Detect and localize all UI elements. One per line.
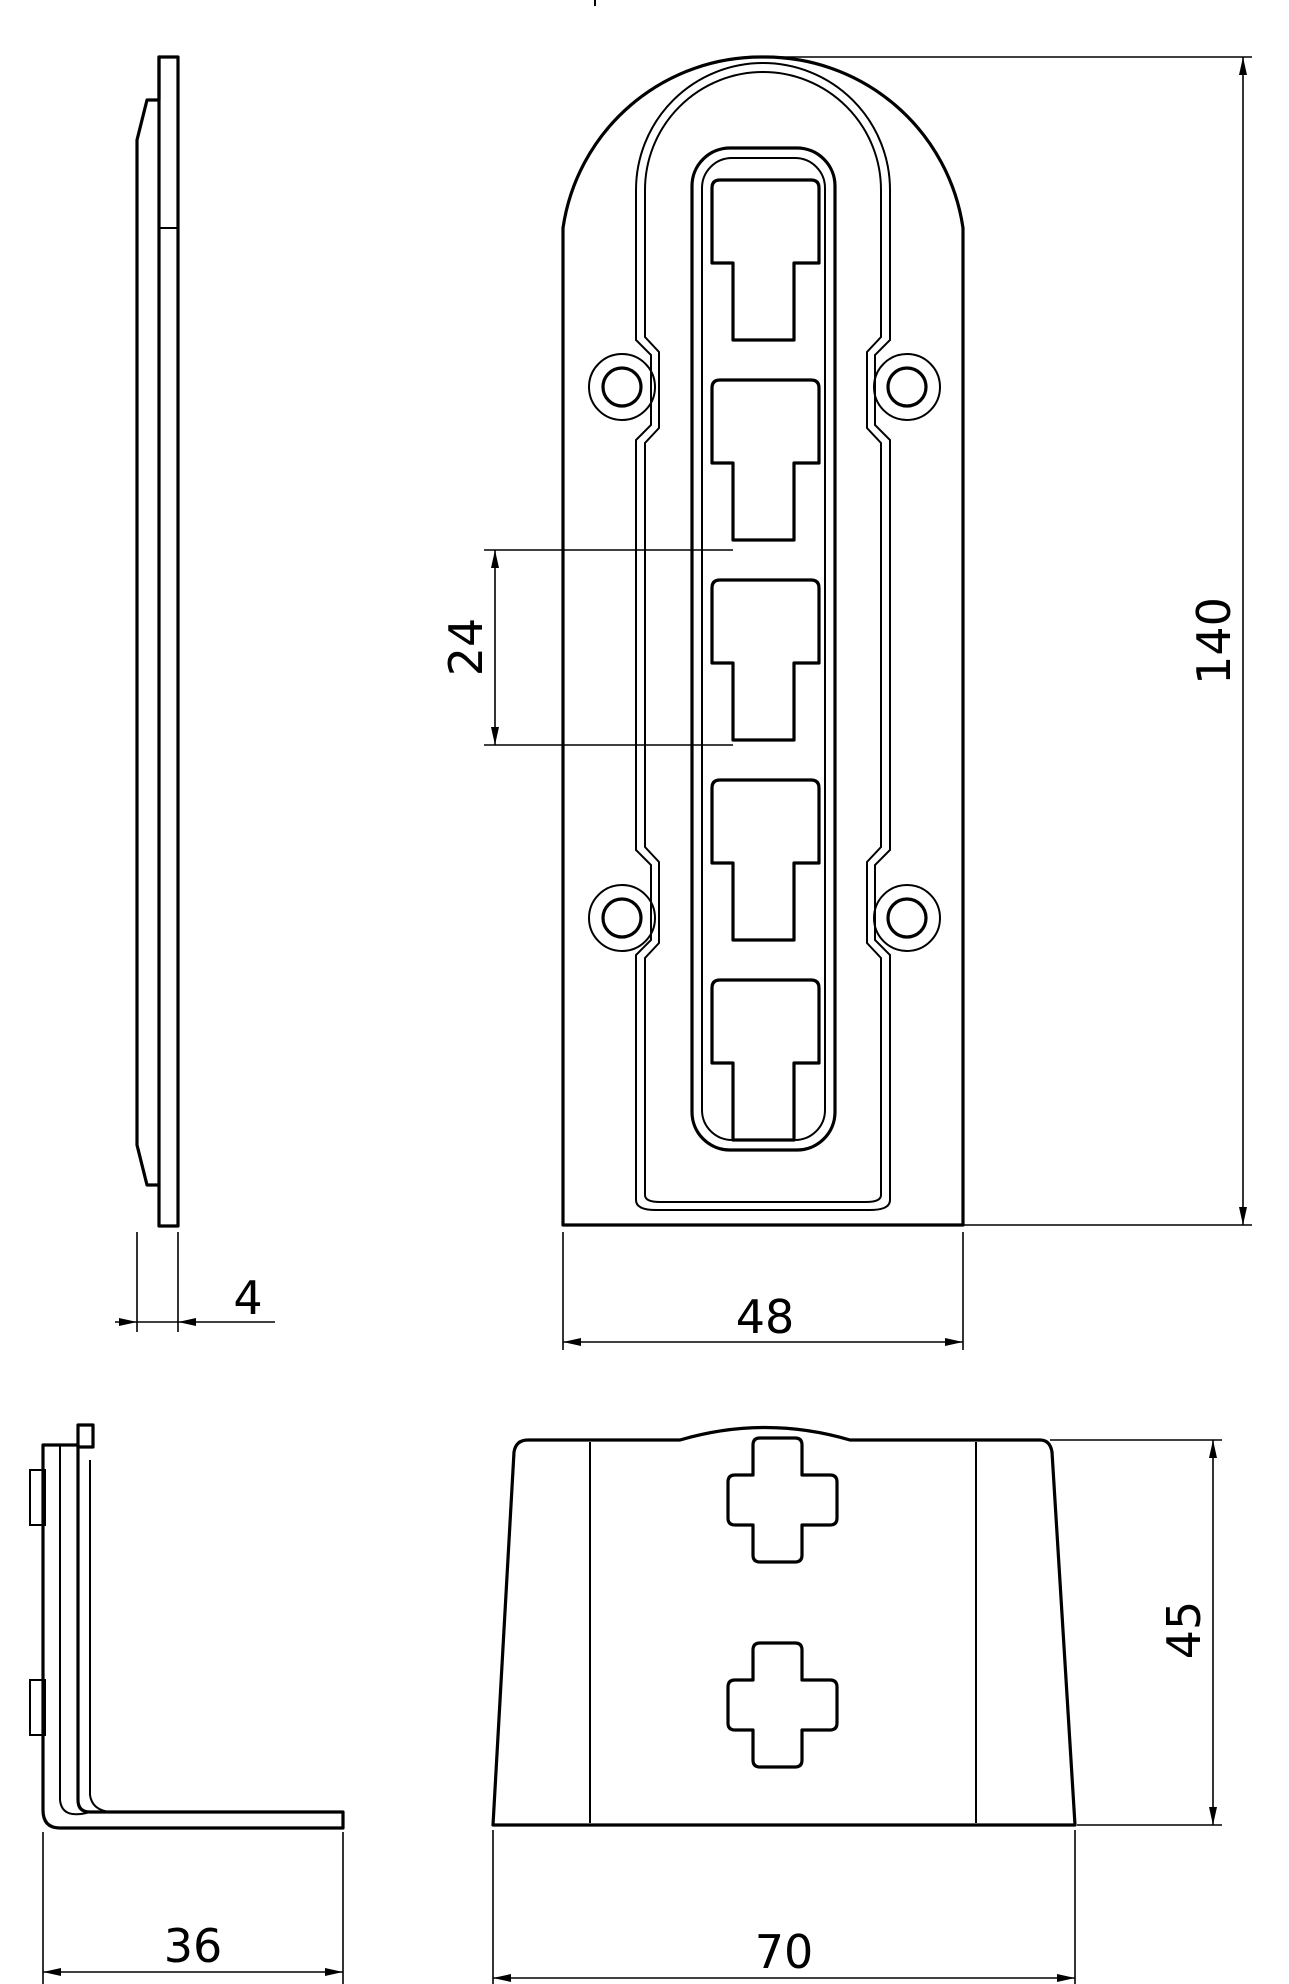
width-dimension-lines (562, 1232, 964, 1350)
base-width-dimension: 70 (755, 1925, 814, 1979)
plate-edge (157, 55, 180, 1228)
side-view-profile (115, 55, 275, 1332)
thickness-dimension: 4 (233, 1271, 262, 1325)
keyhole-slot-5 (710, 978, 821, 1142)
slot-pitch-dimension: 24 (439, 618, 493, 677)
bracket-outline (491, 1425, 1077, 1827)
side-height-dimension: 45 (1157, 1601, 1211, 1660)
front-view-plate (561, 55, 965, 1227)
angle-profile (41, 1443, 345, 1830)
slot-frame-inner (701, 157, 826, 1141)
mounting-hole-bottom-left (588, 884, 656, 952)
mounting-hole-top-left (588, 353, 656, 421)
slot-frame (690, 146, 837, 1152)
depth-dimension: 36 (164, 1919, 223, 1973)
slot-pitch-dimension-lines (484, 549, 733, 746)
top-tab (76, 1423, 95, 1449)
width-dimension: 48 (736, 1290, 795, 1344)
upper-boss (29, 1469, 46, 1526)
cross-slot-upper (726, 1436, 839, 1564)
raised-panel (635, 62, 891, 1211)
lower-boss (29, 1679, 46, 1736)
keyhole-slot-4 (710, 778, 821, 942)
height-dimension-lines (763, 56, 1252, 1226)
bracket-side-view (29, 1423, 345, 1984)
keyhole-slot-2 (710, 378, 821, 542)
keyhole-slot-1 (710, 178, 821, 342)
keyhole-slot-3 (710, 578, 821, 742)
bracket-front-view (491, 1425, 1222, 1984)
mounting-hole-bottom-right (873, 884, 941, 952)
plate-outline (561, 55, 965, 1227)
mounting-hole-top-right (873, 353, 941, 421)
raised-panel-inner-edge (644, 71, 882, 1203)
height-dimension: 140 (1187, 597, 1241, 685)
cross-slot-lower (726, 1641, 839, 1769)
raised-profile (135, 55, 161, 1187)
